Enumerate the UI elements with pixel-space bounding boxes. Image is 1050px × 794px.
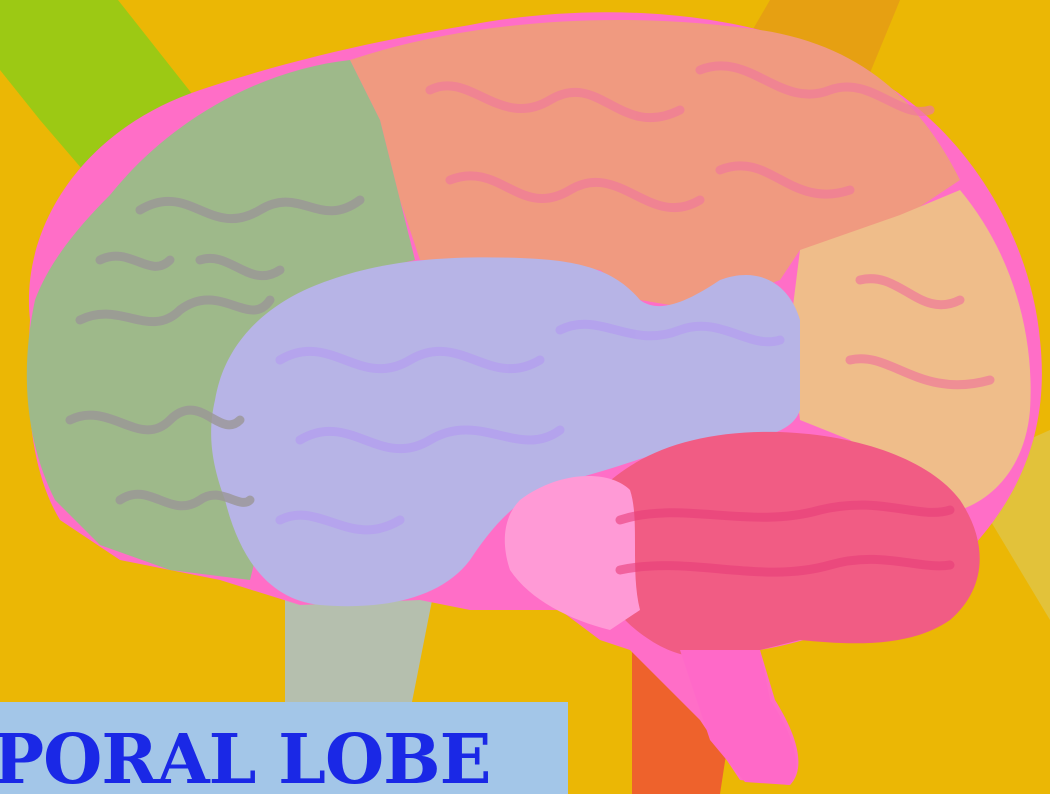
- lobe-label-text: PORAL LOBE: [0, 726, 490, 794]
